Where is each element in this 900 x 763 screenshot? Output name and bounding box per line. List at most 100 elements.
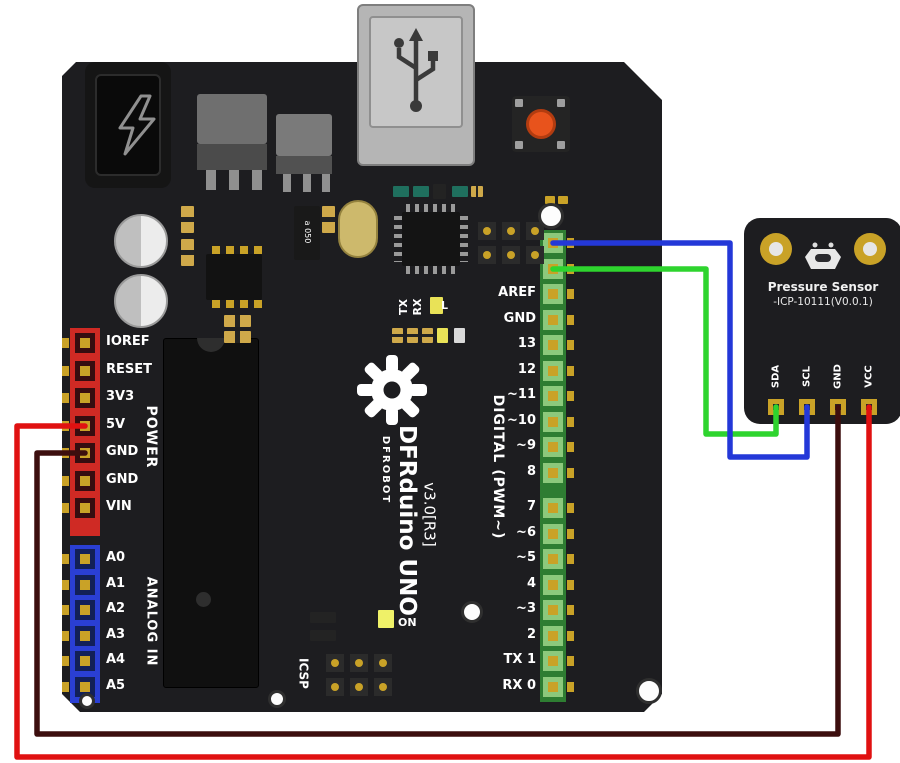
smd-capacitor xyxy=(413,186,429,197)
electrolytic-capacitor xyxy=(114,214,168,268)
edge-pad xyxy=(567,366,574,376)
pin-contact xyxy=(80,421,90,431)
edge-pad xyxy=(62,393,69,403)
gold-pad xyxy=(558,196,568,204)
pin-contact xyxy=(507,251,515,259)
mounting-hole xyxy=(268,690,286,708)
power-label-GND: GND xyxy=(106,472,139,487)
usb-icsp-pin xyxy=(502,222,520,240)
regulator2-leg xyxy=(303,174,311,192)
edge-pad xyxy=(567,417,574,427)
regulator-body xyxy=(197,144,267,170)
digital-label-4: 4 xyxy=(526,576,536,591)
smd-component xyxy=(310,612,336,623)
mcu-pins-left xyxy=(394,216,402,262)
pin-contact xyxy=(80,656,90,666)
edge-pad xyxy=(62,682,69,692)
reset-corner-pin xyxy=(557,99,565,107)
edge-pad xyxy=(62,448,69,458)
hole xyxy=(863,242,877,256)
edge-pad xyxy=(567,631,574,641)
analog-pin-A0 xyxy=(75,549,95,569)
electrolytic-capacitor xyxy=(114,274,168,328)
digital-pin-p1 xyxy=(543,259,563,279)
pin-contact xyxy=(80,682,90,692)
power-label-3V3: 3V3 xyxy=(106,389,135,404)
edge-pad xyxy=(567,391,574,401)
usb-icsp-pin xyxy=(526,246,544,264)
pin-contact xyxy=(548,529,558,539)
pin-contact xyxy=(379,659,387,667)
analog-group-label: ANALOG IN xyxy=(143,576,159,667)
smd-resistor xyxy=(392,328,403,343)
digital-pin-GND xyxy=(543,310,563,330)
edge-pad xyxy=(62,476,69,486)
smd-resistor xyxy=(407,328,418,343)
pin-contact xyxy=(80,448,90,458)
sensor-mounting-hole xyxy=(760,233,792,265)
pin-contact xyxy=(80,580,90,590)
digital-pin-TX 1 xyxy=(543,651,563,671)
smd-component xyxy=(310,630,336,641)
pad-hole xyxy=(866,404,872,410)
smd-resistor xyxy=(224,315,251,327)
edge-pad xyxy=(567,264,574,274)
digital-label-~11: ~11 xyxy=(507,387,536,402)
digital-pin-7 xyxy=(543,498,563,518)
edge-pad xyxy=(567,468,574,478)
analog-label-A3: A3 xyxy=(106,627,126,642)
regulator-leg xyxy=(229,170,239,190)
pin-contact xyxy=(548,391,558,401)
digital-label-8: 8 xyxy=(526,464,536,479)
edge-pad xyxy=(567,554,574,564)
digital-pin-~3 xyxy=(543,600,563,620)
sensor-pad-SDA xyxy=(768,399,784,415)
pin-contact xyxy=(80,503,90,513)
usb-icsp-pin xyxy=(478,222,496,240)
reset-corner-pin xyxy=(515,141,523,149)
reset-button xyxy=(526,109,556,139)
smd-component-050 xyxy=(294,206,320,260)
pin-contact xyxy=(531,227,539,235)
sensor-pad-SCL xyxy=(799,399,815,415)
digital-label-GND: GND xyxy=(503,311,536,326)
sensor-pad-VCC xyxy=(861,399,877,415)
edge-pad xyxy=(567,289,574,299)
pad-hole xyxy=(835,404,841,410)
rx-led-label: RX xyxy=(411,298,424,316)
pin-contact xyxy=(548,366,558,376)
edge-pad xyxy=(567,682,574,692)
digital-label-12: 12 xyxy=(517,362,536,377)
pin-contact xyxy=(548,417,558,427)
smd-resistor xyxy=(181,206,194,233)
brand-text-dfrobot: DFROBOT xyxy=(380,435,391,505)
regulator-tab xyxy=(197,94,267,144)
pin-contact xyxy=(548,580,558,590)
digital-pin-~5 xyxy=(543,549,563,569)
pin-contact xyxy=(80,366,90,376)
tx-led-label: TX xyxy=(397,299,410,315)
chip-notch xyxy=(197,338,225,352)
power-pin-GND xyxy=(75,471,95,491)
pin-contact xyxy=(548,340,558,350)
gear-icon xyxy=(357,355,427,425)
reset-corner-pin xyxy=(515,99,523,107)
analog-pin-A2 xyxy=(75,600,95,620)
pin-contact xyxy=(548,554,558,564)
analog-label-A1: A1 xyxy=(106,576,126,591)
lightning-bolt-icon xyxy=(118,94,156,156)
digital-label-13: 13 xyxy=(517,336,536,351)
pin-contact xyxy=(80,476,90,486)
crystal-oscillator xyxy=(338,200,378,258)
sensor-pin-label-SDA: SDA xyxy=(770,364,782,389)
digital-label-AREF: AREF xyxy=(498,285,536,300)
pin-contact xyxy=(548,605,558,615)
pin-contact xyxy=(80,605,90,615)
digital-pin-AREF xyxy=(543,284,563,304)
digital-label-~3: ~3 xyxy=(516,601,536,616)
icsp-pin xyxy=(374,678,392,696)
icsp-pin xyxy=(350,654,368,672)
analog-label-A2: A2 xyxy=(106,601,126,616)
edge-pad xyxy=(567,580,574,590)
digital-label-~9: ~9 xyxy=(516,438,536,453)
